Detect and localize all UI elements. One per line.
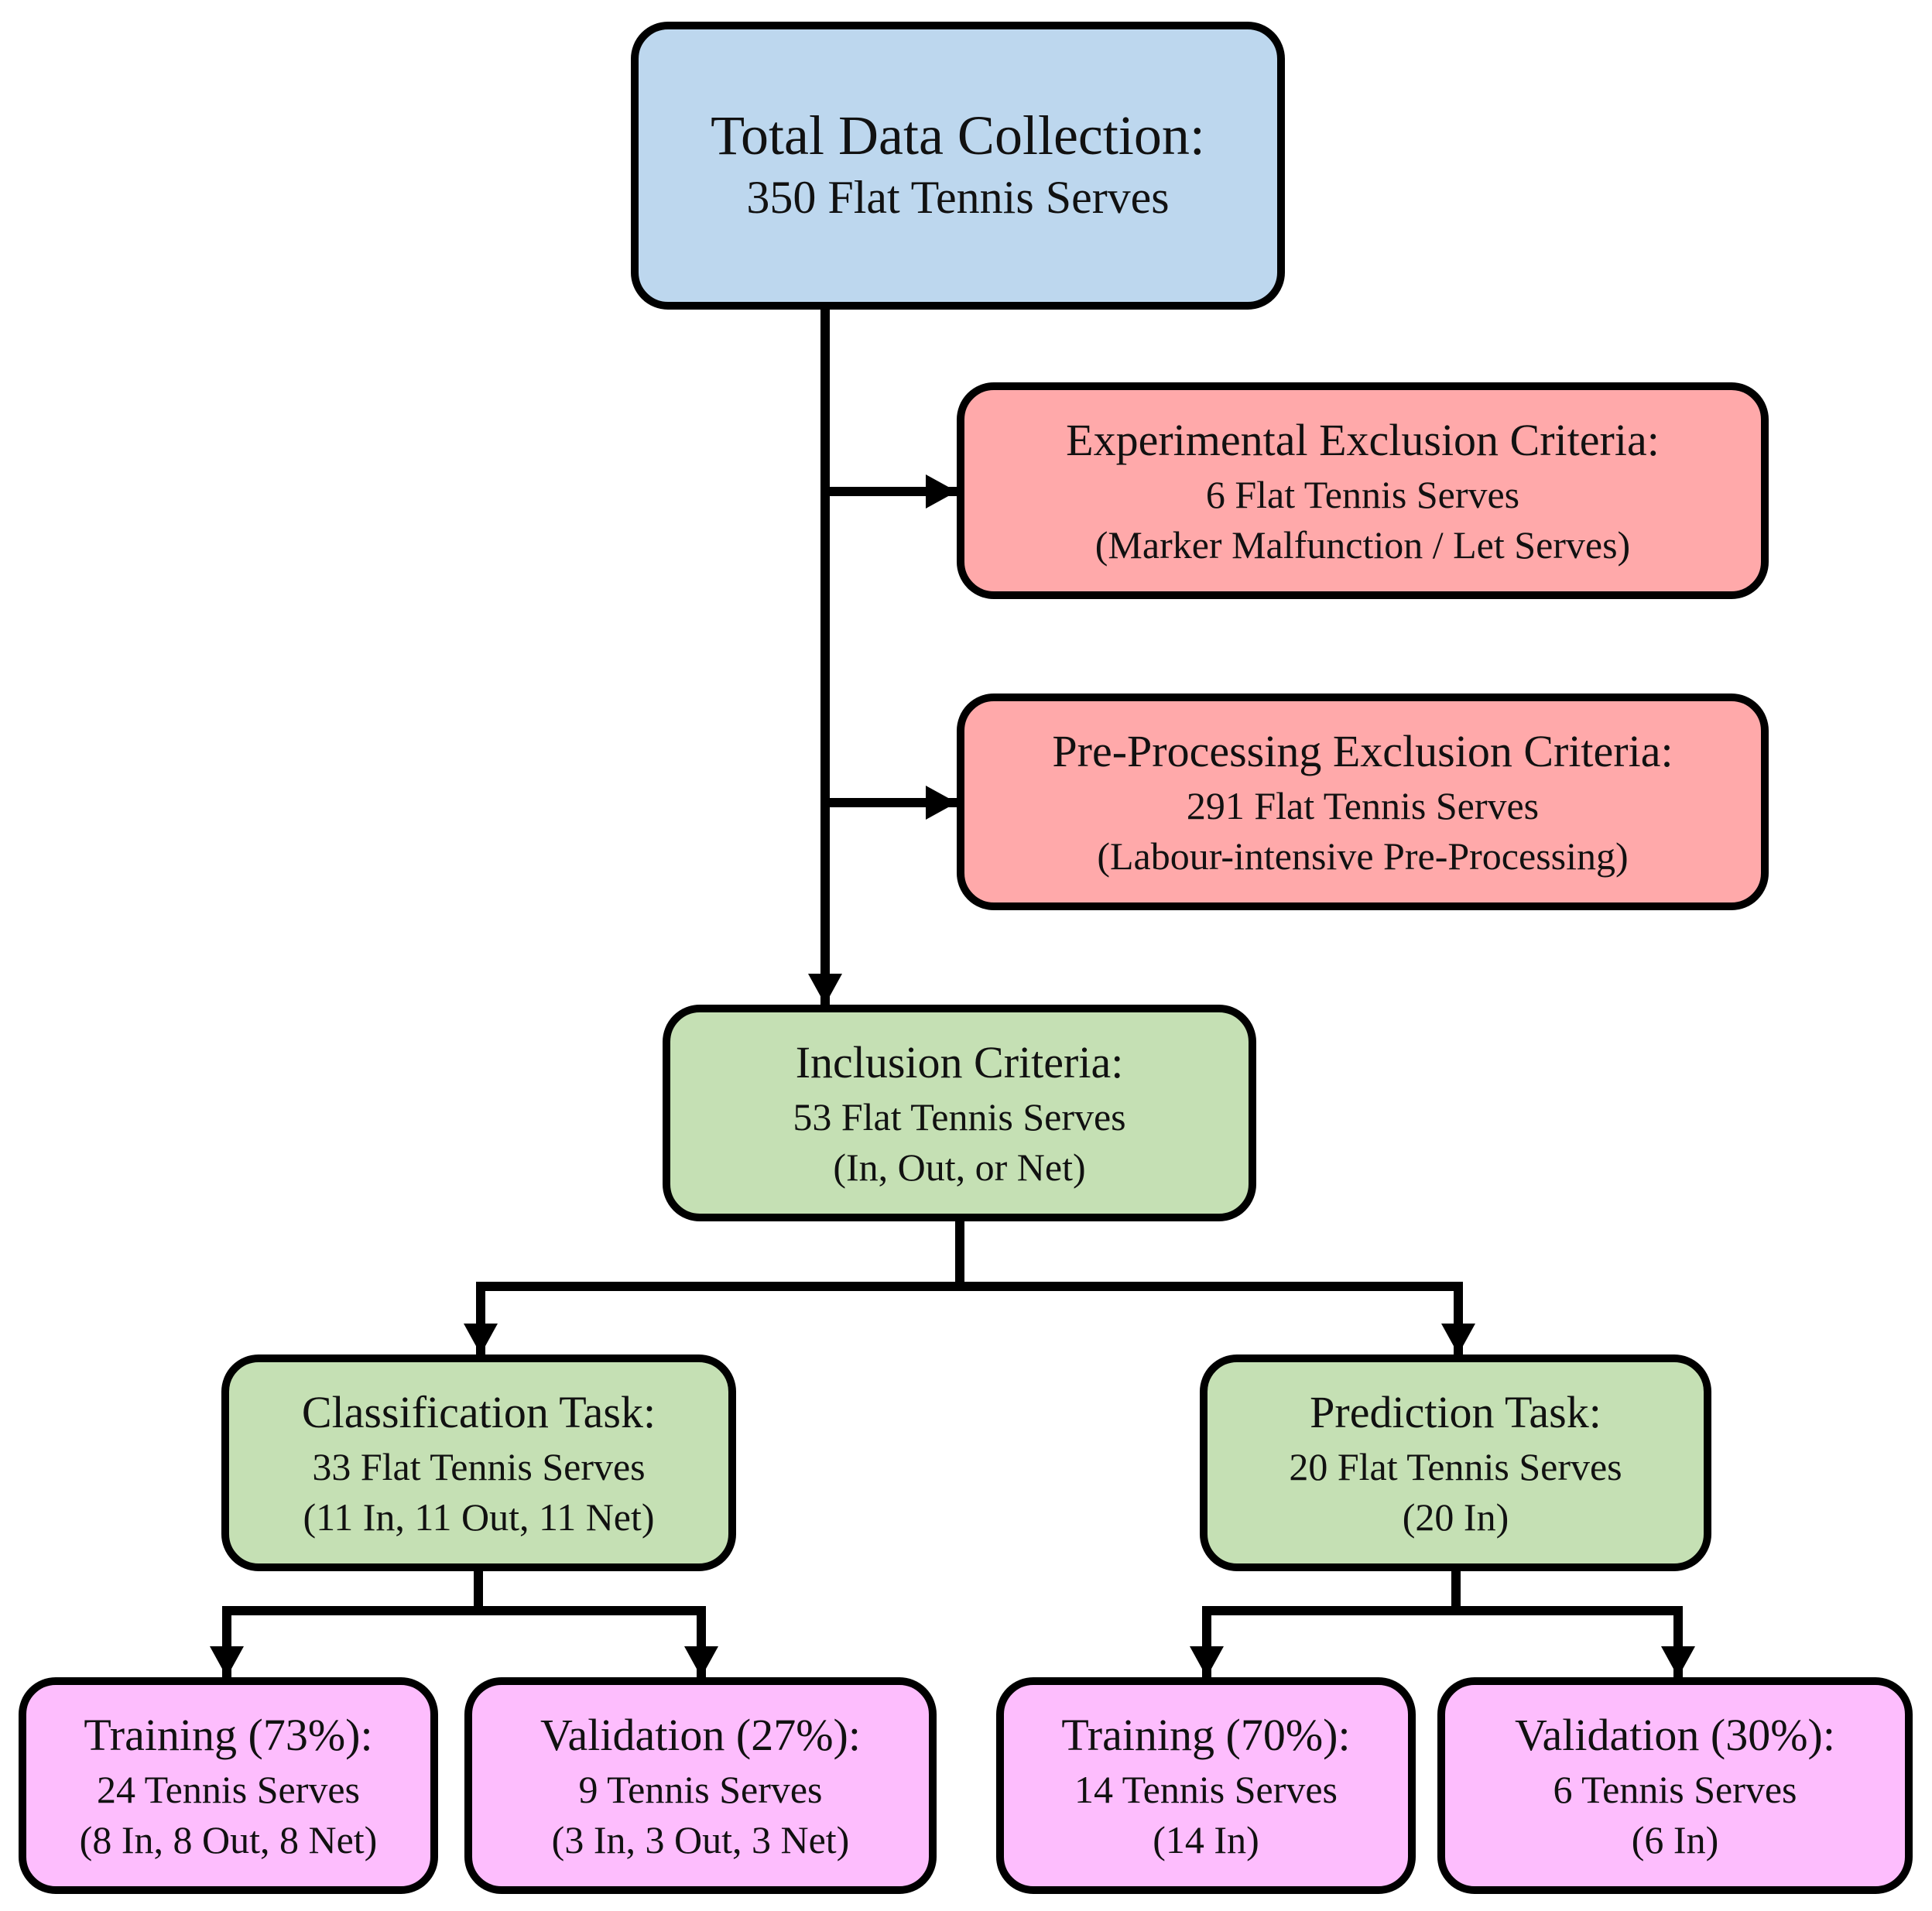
classification-task-box: Classification Task: 33 Flat Tennis Serv… (221, 1354, 736, 1571)
experimental-exclusion-count: 6 Flat Tennis Serves (1205, 472, 1520, 516)
classification-count: 33 Flat Tennis Serves (312, 1444, 646, 1488)
arrow-to-classification-training (210, 1606, 478, 1677)
arrow-to-classification-validation (478, 1606, 718, 1677)
classification-validation-count: 9 Tennis Serves (578, 1767, 823, 1811)
inclusion-detail: (In, Out, or Net) (833, 1145, 1086, 1189)
experimental-exclusion-detail: (Marker Malfunction / Let Serves) (1094, 522, 1631, 567)
prediction-task-box: Prediction Task: 20 Flat Tennis Serves (… (1200, 1354, 1711, 1571)
prediction-training-box: Training (70%): 14 Tennis Serves (14 In) (996, 1677, 1416, 1894)
classification-training-count: 24 Tennis Serves (97, 1767, 360, 1811)
total-data-collection-box: Total Data Collection: 350 Flat Tennis S… (631, 22, 1285, 310)
arrow-to-prediction-training (1190, 1606, 1456, 1677)
prediction-validation-box: Validation (30%): 6 Tennis Serves (6 In) (1437, 1677, 1913, 1894)
classification-training-detail: (8 In, 8 Out, 8 Net) (79, 1817, 378, 1861)
classification-training-title: Training (73%): (84, 1710, 373, 1761)
classification-training-box: Training (73%): 24 Tennis Serves (8 In, … (19, 1677, 438, 1894)
inclusion-title: Inclusion Criteria: (795, 1037, 1124, 1088)
preprocessing-exclusion-detail: (Labour-intensive Pre-Processing) (1097, 834, 1629, 878)
experimental-exclusion-box: Experimental Exclusion Criteria: 6 Flat … (957, 382, 1769, 599)
experimental-exclusion-title: Experimental Exclusion Criteria: (1066, 415, 1660, 466)
classification-title: Classification Task: (301, 1387, 656, 1438)
prediction-training-title: Training (70%): (1061, 1710, 1351, 1761)
prediction-detail: (20 In) (1402, 1495, 1509, 1539)
arrow-to-prediction-validation (1456, 1606, 1695, 1677)
prediction-validation-detail: (6 In) (1631, 1817, 1719, 1861)
prediction-count: 20 Flat Tennis Serves (1289, 1444, 1622, 1488)
preprocessing-exclusion-title: Pre-Processing Exclusion Criteria: (1052, 726, 1673, 777)
classification-validation-box: Validation (27%): 9 Tennis Serves (3 In,… (464, 1677, 937, 1894)
total-title: Total Data Collection: (711, 104, 1205, 166)
total-count: 350 Flat Tennis Serves (746, 172, 1170, 224)
prediction-training-count: 14 Tennis Serves (1074, 1767, 1338, 1811)
prediction-training-detail: (14 In) (1153, 1817, 1259, 1861)
preprocessing-exclusion-box: Pre-Processing Exclusion Criteria: 291 F… (957, 694, 1769, 910)
prediction-validation-title: Validation (30%): (1515, 1710, 1835, 1761)
arrow-to-prediction (960, 1282, 1475, 1354)
prediction-title: Prediction Task: (1310, 1387, 1601, 1438)
inclusion-count: 53 Flat Tennis Serves (793, 1094, 1126, 1139)
arrow-to-classification (464, 1282, 960, 1354)
classification-validation-title: Validation (27%): (540, 1710, 861, 1761)
preprocessing-exclusion-count: 291 Flat Tennis Serves (1186, 783, 1540, 827)
inclusion-criteria-box: Inclusion Criteria: 53 Flat Tennis Serve… (663, 1005, 1256, 1221)
classification-validation-detail: (3 In, 3 Out, 3 Net) (551, 1817, 850, 1861)
classification-detail: (11 In, 11 Out, 11 Net) (303, 1495, 655, 1539)
prediction-validation-count: 6 Tennis Serves (1553, 1767, 1797, 1811)
